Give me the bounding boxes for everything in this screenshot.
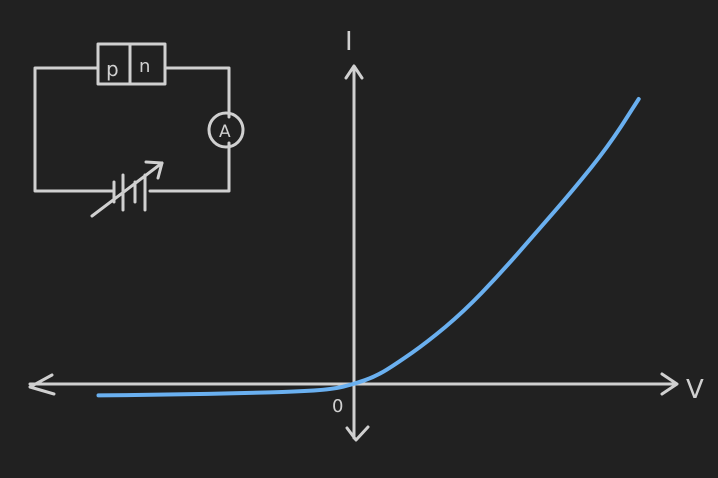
y-axis-label: I — [345, 27, 353, 57]
ammeter-circle — [207, 111, 245, 149]
diode-p-label: p — [106, 57, 119, 81]
variable-arrow-head — [144, 160, 164, 180]
x-axis-arrow-left — [28, 373, 56, 396]
y-axis-arrow-top — [344, 64, 364, 80]
diode-n-label: n — [139, 56, 150, 77]
circuit-wire-top-right — [163, 66, 231, 119]
ammeter-label: A — [219, 122, 231, 142]
x-axis-arrow-right — [660, 372, 679, 396]
y-axis-arrow-bottom — [345, 425, 370, 442]
iv-characteristic-curve — [96, 97, 641, 398]
circuit-diagram — [33, 42, 245, 218]
x-axis-label: V — [686, 375, 704, 405]
circuit-wire-top-left — [33, 66, 115, 193]
circuit-wire-right-lower — [148, 141, 231, 193]
origin-label: 0 — [332, 396, 343, 417]
variable-arrow-shaft — [90, 161, 164, 218]
